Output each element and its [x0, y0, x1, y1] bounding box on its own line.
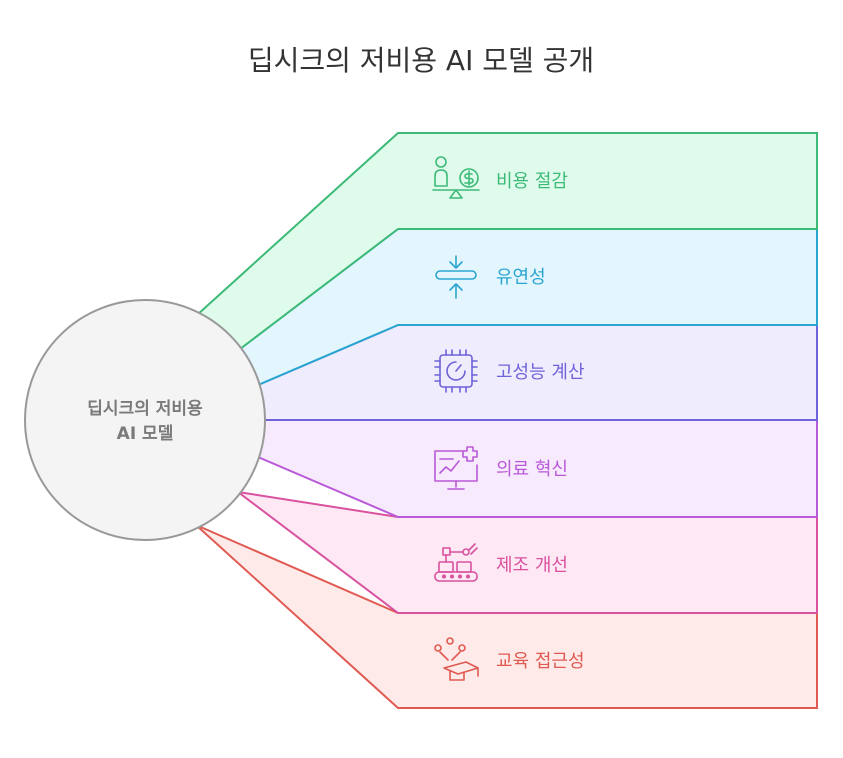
hub-circle [24, 299, 266, 541]
hub-label-line1: 딥시크의 저비용 [87, 399, 203, 419]
graduation-cap-icon [434, 637, 479, 681]
band-label: 교육 접근성 [496, 651, 585, 672]
band-label: 제조 개선 [496, 555, 568, 576]
band-high-performance-computing: 고성능 계산 [256, 324, 818, 421]
band-label: 고성능 계산 [496, 362, 585, 383]
medical-monitor-icon [434, 446, 478, 490]
band-label: 의료 혁신 [496, 459, 568, 480]
band-shape [195, 524, 818, 709]
compress-arrows-icon [435, 255, 477, 299]
cost-balance-icon [432, 156, 480, 199]
band-shape [237, 491, 818, 614]
band-education-access: 교육 접근성 [195, 524, 818, 709]
processor-chip-icon [434, 349, 478, 393]
band-medical-innovation: 의료 혁신 [256, 419, 818, 518]
band-label: 유연성 [496, 267, 546, 288]
band-label: 비용 절감 [496, 171, 568, 192]
robot-arm-conveyor-icon [434, 543, 478, 582]
hub-node: 딥시크의 저비용 AI 모델 [24, 299, 266, 541]
band-manufacturing: 제조 개선 [237, 491, 818, 614]
diagram-title: 딥시크의 저비용 AI 모델 공개 [248, 44, 594, 77]
hub-label-line2: AI 모델 [117, 423, 174, 444]
